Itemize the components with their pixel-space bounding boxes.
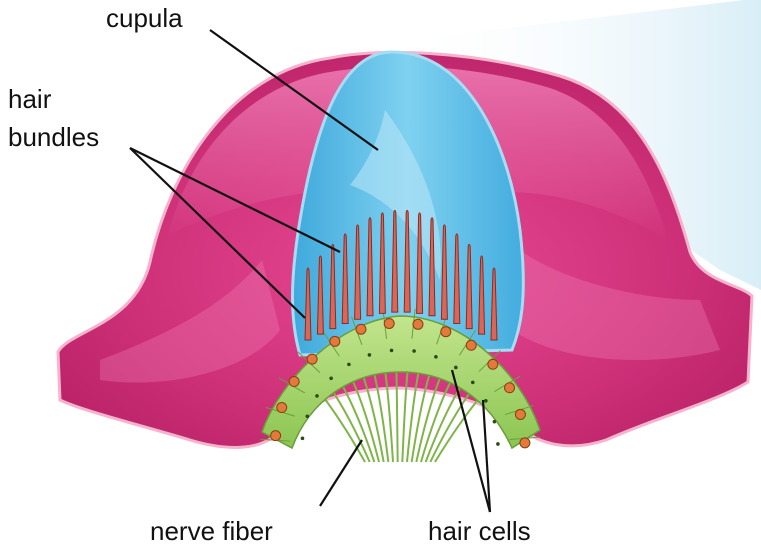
hair-cell-nucleus (356, 324, 366, 334)
hair-cell-nucleus (289, 377, 299, 387)
hair-cell-nucleus (520, 438, 530, 448)
support-cell-nucleus (412, 349, 416, 353)
support-cell-nucleus (368, 353, 372, 357)
hair-cell-nucleus (441, 327, 451, 337)
hair-cell-nucleus (515, 409, 525, 419)
nerve-fiber-strand (396, 370, 397, 462)
hair-cell-nucleus (330, 336, 340, 346)
support-cell-nucleus (496, 442, 500, 446)
hair-cell-nucleus (384, 318, 394, 328)
hair-label-line1: hair (8, 84, 52, 114)
hair-cells-label: hair cells (428, 516, 531, 546)
nerve-fiber-label: nerve fiber (150, 516, 273, 546)
hair-cell-nucleus (505, 383, 515, 393)
hair-cell-nucleus (277, 403, 287, 413)
hair-cell-nucleus (488, 359, 498, 369)
support-cell-nucleus (305, 414, 309, 418)
support-cell-nucleus (347, 363, 351, 367)
hair-cell-nucleus (271, 431, 281, 441)
support-cell-nucleus (434, 355, 438, 359)
support-cell-nucleus (471, 381, 475, 385)
hair-label-line2: bundles (8, 122, 99, 152)
support-cell-nucleus (493, 420, 497, 424)
support-cell-nucleus (315, 394, 319, 398)
support-cell-nucleus (329, 376, 333, 380)
hair-cell-nucleus (413, 319, 423, 329)
support-cell-nucleus (484, 399, 488, 403)
nerve-fiber-strand (318, 390, 365, 462)
nerve-fiber-pointer (320, 440, 362, 506)
hair-cell-nucleus (307, 354, 317, 364)
cupula-label: cupula (106, 3, 183, 33)
support-cell-nucleus (390, 349, 394, 353)
hair-cell-nucleus (466, 340, 476, 350)
support-cell-nucleus (454, 366, 458, 370)
support-cell-nucleus (301, 437, 305, 441)
